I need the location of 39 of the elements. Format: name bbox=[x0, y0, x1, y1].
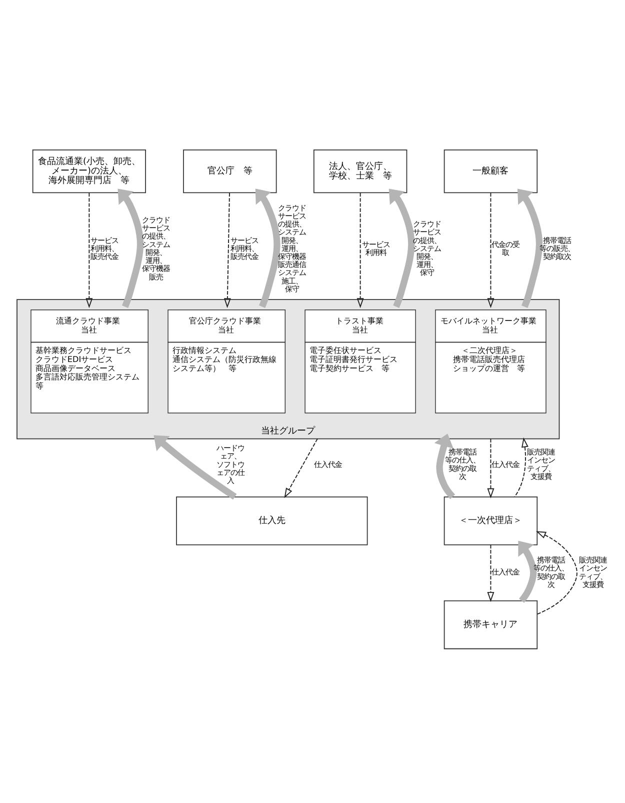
node-box: 官公庁 等 bbox=[183, 149, 277, 193]
arrow bbox=[154, 434, 237, 500]
edge-label: クラウドサービスの提供、システム開発、運用、保守機器販売通信システム施工、保守 bbox=[278, 202, 306, 293]
edge-label: クラウドサービスの提供、システム開発、運用、保守機器販売 bbox=[142, 215, 170, 281]
arrow bbox=[517, 188, 543, 308]
arrow bbox=[514, 436, 528, 497]
arrow bbox=[518, 540, 537, 602]
edge-label: 仕入代金 bbox=[314, 459, 342, 468]
edge-label: 仕入代金 bbox=[491, 459, 520, 468]
arrow bbox=[487, 544, 494, 602]
edge-label: 販売関連インセンティブ、支援費 bbox=[578, 555, 607, 588]
arrow bbox=[284, 438, 318, 498]
edge-label: サービス利用料、販売代金 bbox=[90, 235, 119, 260]
edge-label: 携帯電話等の仕入、契約の取次 bbox=[445, 447, 480, 480]
arrow bbox=[487, 438, 494, 498]
node-box: 仕入先 bbox=[176, 496, 368, 545]
edge-label: サービス利用料、販売代金 bbox=[230, 235, 259, 260]
edge-label: サービス利用料 bbox=[362, 239, 390, 256]
arrow bbox=[356, 192, 364, 308]
edge-label: 携帯電話等の仕入、契約の取次 bbox=[534, 555, 569, 588]
arrow bbox=[118, 188, 144, 308]
edge-label: クラウドサービスの提供、システム開発、運用、保守 bbox=[412, 219, 441, 277]
node-box: 法人、官公庁、学校、士業 等 bbox=[313, 149, 408, 193]
arrow bbox=[388, 188, 415, 308]
arrow bbox=[487, 192, 494, 308]
edge-label: 携帯電話等の販売、契約取次 bbox=[540, 235, 575, 260]
edge-label: 仕入代金 bbox=[491, 567, 520, 576]
node-box: ＜一次代理店＞ bbox=[444, 496, 538, 545]
edge-label: 販売関連インセンティブ、支援費 bbox=[527, 447, 556, 480]
arrow bbox=[86, 192, 93, 308]
arrow bbox=[536, 530, 578, 614]
arrow bbox=[434, 433, 456, 499]
arrow bbox=[224, 192, 231, 308]
edge-label: 代金の受取 bbox=[491, 239, 520, 256]
node-box: 一般顧客 bbox=[444, 149, 538, 193]
arrow bbox=[255, 188, 280, 308]
node-box: 携帯キャリア bbox=[444, 600, 538, 649]
edge-label: ハードウェア、ソフトウェアの仕入 bbox=[216, 443, 244, 484]
node-box: 食品流通業(小売、卸売、メーカー)の法人、海外展開専門店 等 bbox=[32, 149, 146, 193]
